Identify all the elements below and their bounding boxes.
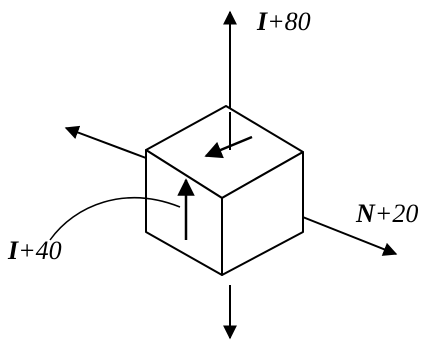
top-face-arrow: [204, 135, 253, 159]
label-right: N+20: [355, 199, 418, 228]
label-top: I+80: [256, 7, 311, 36]
cube-right-face: [221, 151, 304, 276]
label-left: I+40: [7, 236, 62, 265]
axis-upper-left-arrow: [64, 125, 147, 159]
cube: [145, 105, 304, 276]
leader-line: [49, 197, 181, 241]
